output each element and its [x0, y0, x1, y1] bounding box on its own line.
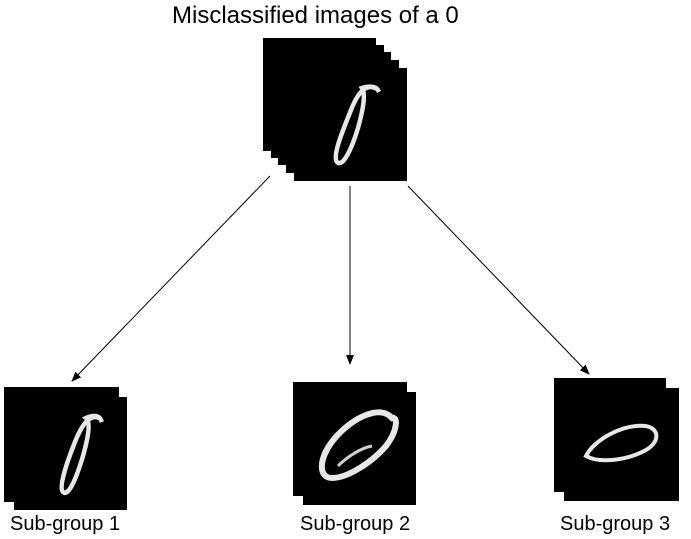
subgroup-1-image-stack [4, 387, 127, 510]
arrow-to-subgroup-3 [407, 185, 590, 375]
subgroup-2-label: Sub-group 2 [300, 513, 411, 535]
digit-zero-image [333, 84, 382, 166]
digit-inner-stroke [336, 444, 373, 468]
subgroup-2-image-stack [293, 382, 416, 505]
digit-zero-stroke [333, 84, 382, 166]
digit-zero-stroke [583, 423, 659, 463]
top-image-stack [263, 38, 407, 181]
arrow-to-subgroup-1 [71, 175, 271, 382]
subgroup-2-digit-image [318, 409, 399, 482]
subgroup-1-label: Sub-group 1 [10, 513, 121, 535]
subgroup-3-image-stack [554, 378, 679, 501]
subgroup-3-label: Sub-group 3 [560, 513, 671, 535]
digit-zero-stroke [59, 413, 104, 495]
digit-zero-stroke [318, 409, 399, 482]
diagram-title: Misclassified images of a 0 [172, 2, 459, 29]
subgroup-3-digit-image [583, 423, 659, 463]
subgroup-1-digit-image [59, 413, 104, 495]
